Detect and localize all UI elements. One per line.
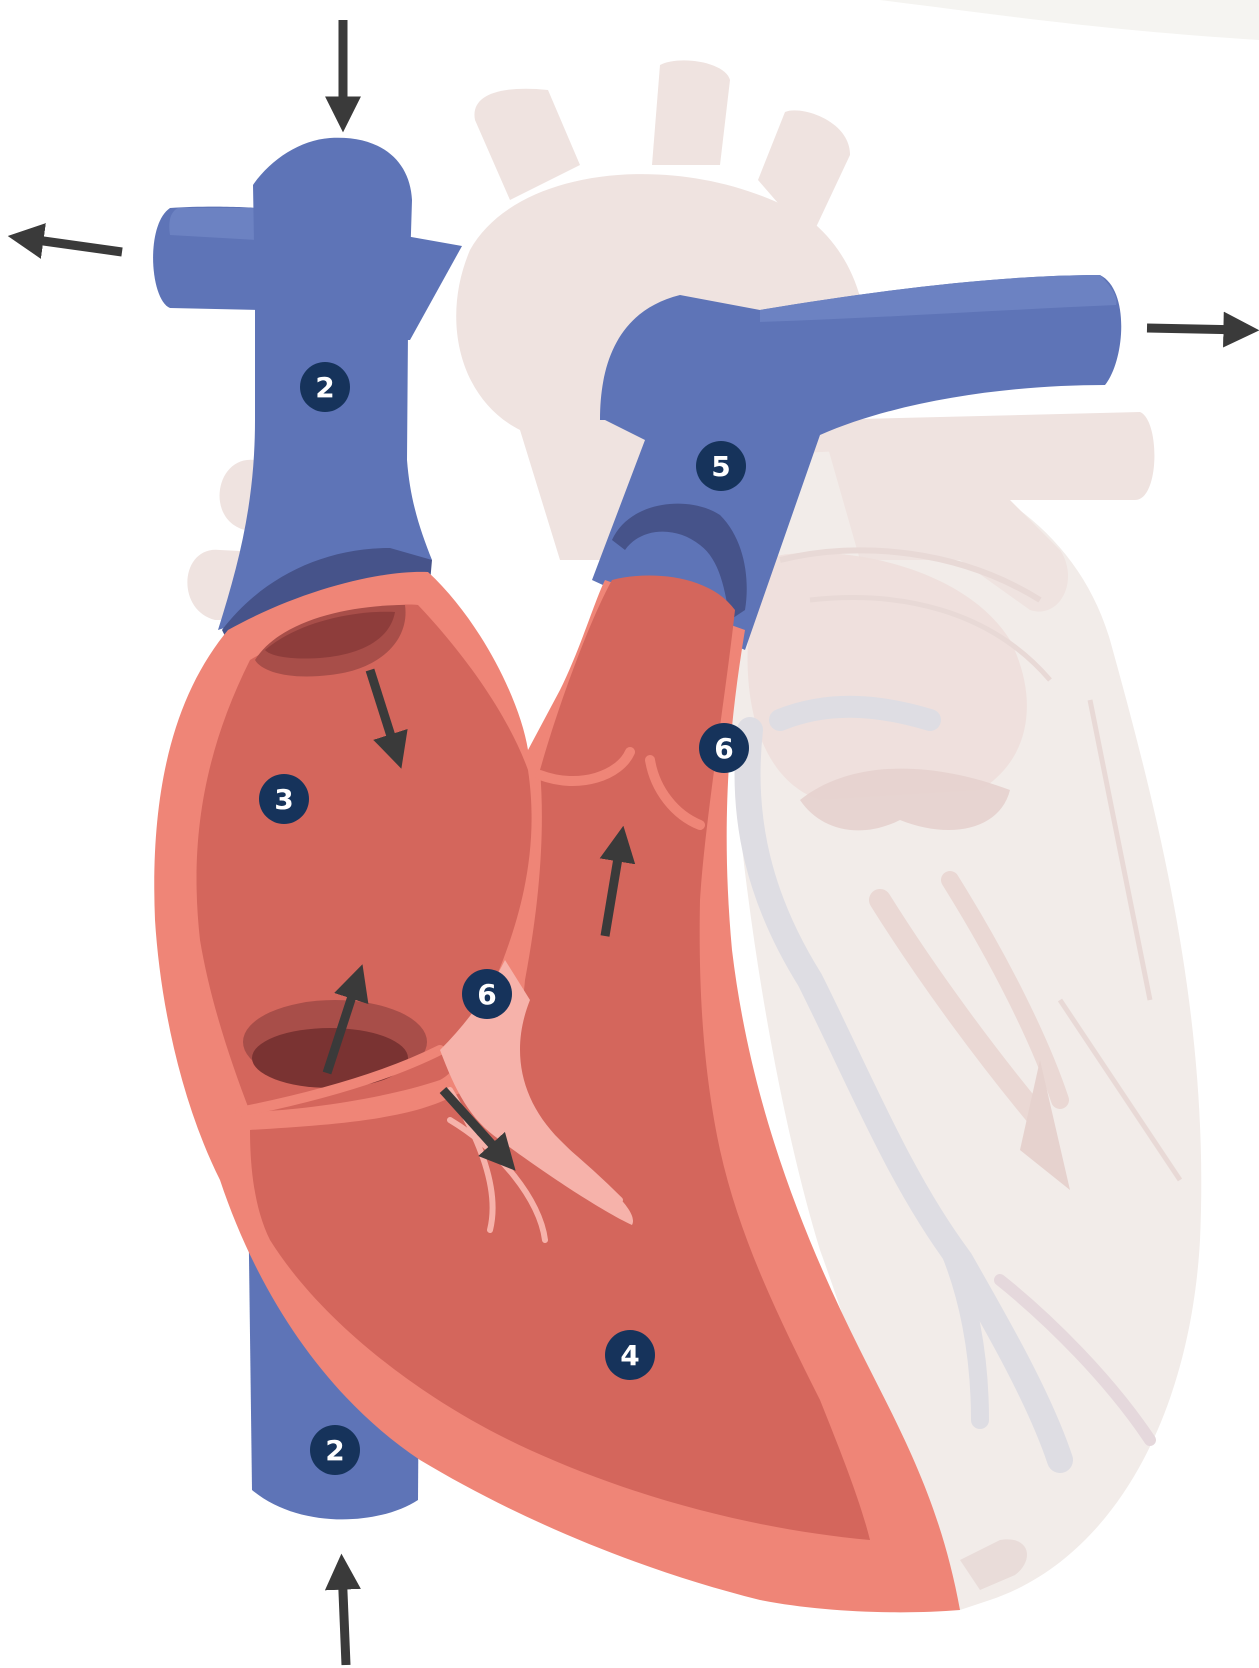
left-branch-outflow-arrow — [22, 238, 122, 252]
badge-right-ventricle-label: 4 — [620, 1339, 639, 1372]
background-shape — [880, 0, 1259, 40]
badge-pulmonary-artery: 5 — [696, 441, 746, 491]
right-branch-outflow-arrow — [1147, 328, 1245, 330]
badge-svc: 2 — [300, 362, 350, 412]
badge-ivc: 2 — [310, 1425, 360, 1475]
badge-tricuspid-valve: 6 — [462, 969, 512, 1019]
badge-pulmonary-valve: 6 — [699, 723, 749, 773]
badge-pulmonary-valve-label: 6 — [714, 732, 733, 765]
badge-ivc-label: 2 — [325, 1434, 344, 1467]
badge-pulmonary-artery-label: 5 — [711, 450, 730, 483]
badge-right-ventricle: 4 — [605, 1330, 655, 1380]
ivc-inflow-arrow — [342, 1568, 346, 1665]
badge-tricuspid-valve-label: 6 — [477, 978, 496, 1011]
badge-right-atrium: 3 — [259, 774, 309, 824]
badge-right-atrium-label: 3 — [274, 783, 293, 816]
badge-svc-label: 2 — [315, 371, 334, 404]
